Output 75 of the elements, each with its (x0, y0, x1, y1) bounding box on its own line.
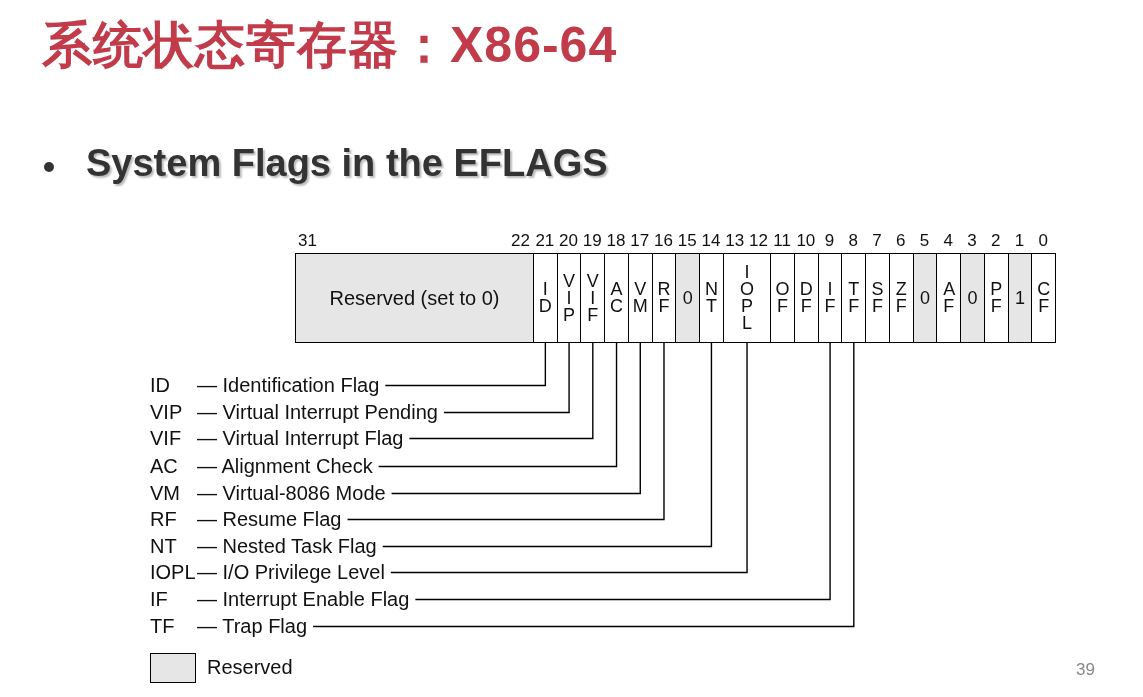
flag-description: — Alignment Check (197, 455, 373, 478)
bit-number: 2 (990, 231, 1001, 251)
register-bit-cell: P F (983, 253, 1009, 343)
bit-number: 3 (967, 231, 977, 251)
leader-line (377, 342, 618, 468)
bit-number: 17 (630, 231, 650, 251)
bit-number: 21 (535, 231, 555, 251)
flag-description: — Resume Flag (197, 508, 342, 531)
flag-abbreviation: RF (150, 508, 178, 531)
leader-line (414, 342, 831, 601)
bit-number: 19 (582, 231, 602, 251)
register-bit-cell: Reserved (set to 0) (295, 253, 534, 343)
register-bit-cell: N T (699, 253, 724, 343)
flag-abbreviation: VIP (150, 401, 184, 424)
flag-abbreviation: IOPL (150, 561, 197, 584)
bit-number: 5 (919, 231, 930, 251)
leader-line (408, 342, 594, 440)
bit-number: 4 (943, 231, 953, 251)
flag-description: — Virtual-8086 Mode (197, 482, 386, 505)
bit-number: 7 (872, 231, 882, 251)
bit-number: 31 (298, 231, 317, 251)
flag-abbreviation: AC (150, 455, 179, 478)
register-bit-cell: A F (936, 253, 962, 343)
flag-description: — I/O Privilege Level (197, 561, 385, 584)
flag-description: — Nested Task Flag (197, 535, 377, 558)
flag-abbreviation: TF (150, 615, 176, 638)
flag-description: — Virtual Interrupt Flag (197, 427, 404, 450)
legend-label: Reserved (207, 656, 293, 679)
flag-description: — Virtual Interrupt Pending (197, 401, 438, 424)
flag-abbreviation: IF (150, 588, 169, 611)
register-bit-cell: 0 (960, 253, 985, 343)
bit-number: 18 (606, 231, 626, 251)
flag-description: — Trap Flag (197, 615, 308, 638)
leader-line (346, 342, 665, 521)
leader-line (312, 342, 855, 628)
leader-line (443, 342, 570, 414)
register-bit-cell: C F (1031, 253, 1056, 343)
subtitle: System Flags in the EFLAGS (86, 142, 608, 185)
register-bit-cell: D F (794, 253, 819, 343)
flag-abbreviation: ID (150, 374, 171, 397)
leader-line (390, 342, 641, 495)
register-bit-cell: Z F (888, 253, 914, 343)
flag-abbreviation: VIF (150, 427, 183, 450)
bit-number: 11 (773, 231, 791, 251)
bit-number: 1 (1014, 231, 1025, 251)
flag-abbreviation: NT (150, 535, 178, 558)
bit-number: 16 (654, 231, 673, 251)
register-bit-cell: V M (627, 253, 653, 343)
register-bit-cell: S F (865, 253, 890, 343)
bit-number: 12 (748, 231, 768, 251)
bit-number: 6 (896, 231, 906, 251)
bit-number: 8 (848, 231, 859, 251)
slide-title: 系统状态寄存器：X86-64 (42, 16, 618, 75)
bit-number: 10 (796, 231, 816, 251)
bit-number: 0 (1038, 231, 1048, 251)
flag-description: — Interrupt Enable Flag (197, 588, 410, 611)
register-bit-cell: V I F (580, 253, 606, 343)
leader-line (390, 342, 748, 574)
bit-number: 20 (559, 231, 579, 251)
register-bit-cell: 0 (675, 253, 701, 343)
page-number: 39 (1076, 660, 1095, 680)
flag-abbreviation: VM (150, 482, 181, 505)
bit-number: 13 (725, 231, 745, 251)
register-bit-cell: I D (533, 253, 558, 343)
bit-number: 9 (824, 231, 835, 251)
flag-description: — Identification Flag (197, 374, 380, 397)
register-bit-cell: O F (770, 253, 795, 343)
register-bit-cell: I O P L (722, 253, 772, 343)
register-bit-cell: T F (841, 253, 867, 343)
leader-line (384, 342, 547, 387)
bit-number: 14 (701, 231, 721, 251)
bit-number: 22 (511, 231, 530, 251)
bit-number: 15 (677, 231, 697, 251)
leader-line (382, 342, 713, 548)
register-bit-cell: A C (604, 253, 629, 343)
